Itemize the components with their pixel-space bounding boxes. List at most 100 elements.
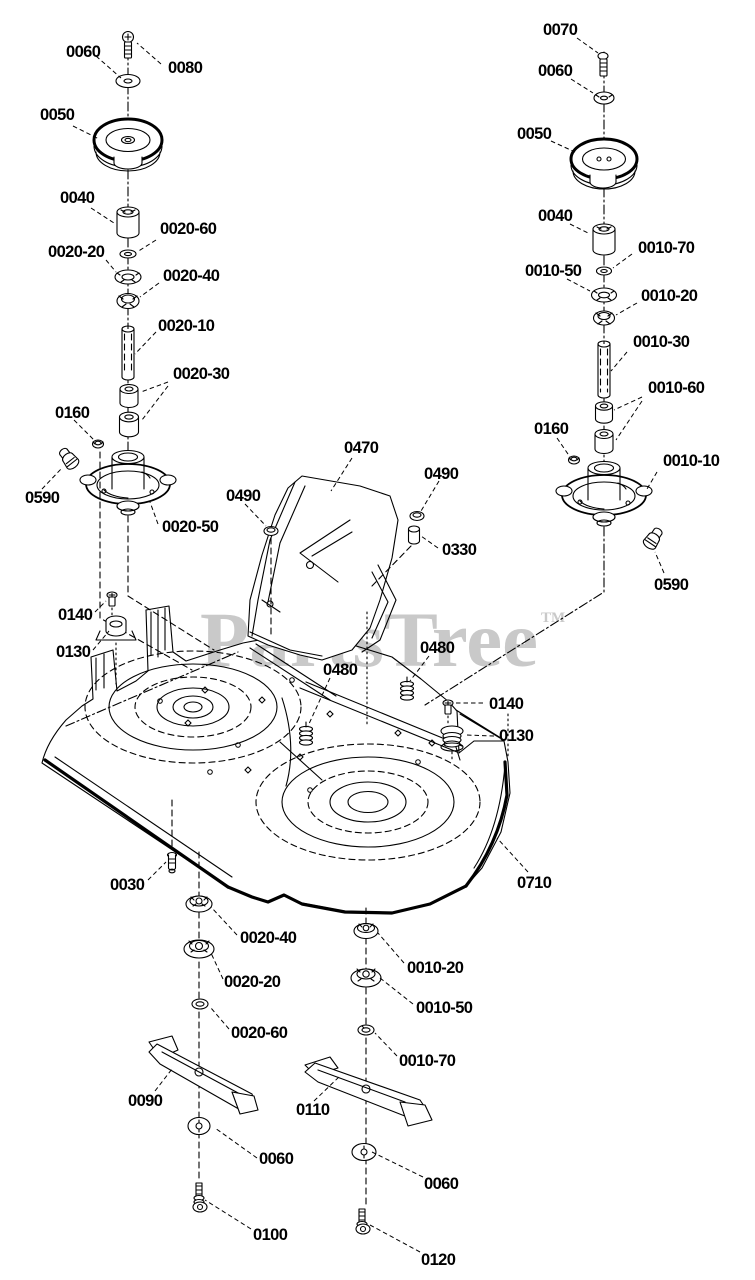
bolt-0080 (121, 30, 135, 59)
bracket-0130-right (440, 725, 464, 763)
nut-0160-right (567, 455, 581, 465)
pin-0330 (371, 525, 421, 587)
callout-0490-right[interactable]: 0490 (424, 465, 459, 483)
nut-0490-right (409, 510, 425, 522)
deck-tabs (184, 686, 436, 774)
callout-0040-right[interactable]: 0040 (538, 207, 573, 225)
callout-labels: 0060 0080 0050 0040 0020-60 0020-20 0020… (25, 21, 720, 1269)
callout-0010-70-right[interactable]: 0010-70 (638, 239, 695, 257)
washer-0020-40-bottom (185, 895, 213, 913)
deck-housing-0710 (41, 605, 511, 915)
spindle-housing-0020-50 (79, 449, 177, 516)
callout-0020-30[interactable]: 0020-30 (173, 365, 230, 383)
shaft-0010-30 (597, 340, 611, 399)
callout-0070[interactable]: 0070 (543, 21, 578, 39)
washer-0010-50-right (590, 287, 618, 303)
bushings-0020-30 (118, 383, 140, 438)
callout-0020-50[interactable]: 0020-50 (162, 518, 219, 536)
callout-0010-70-bottom[interactable]: 0010-70 (399, 1052, 456, 1070)
ring-0010-70-bottom (357, 1024, 375, 1036)
callout-0020-40-left[interactable]: 0020-40 (163, 267, 220, 285)
callout-0040-left[interactable]: 0040 (60, 189, 95, 207)
callout-0010-60[interactable]: 0010-60 (648, 379, 705, 397)
callout-0090[interactable]: 0090 (128, 1092, 163, 1110)
spindle-housing-0010-10 (555, 460, 653, 527)
callout-0480-left[interactable]: 0480 (323, 661, 358, 679)
pulley-0050-left (92, 117, 164, 172)
callout-0470[interactable]: 0470 (344, 439, 379, 457)
callout-0100[interactable]: 0100 (253, 1226, 288, 1244)
callout-0020-60-bottom[interactable]: 0020-60 (231, 1024, 288, 1042)
callout-0140-right[interactable]: 0140 (489, 695, 524, 713)
washer-0060-bottom-right (351, 1142, 377, 1162)
callout-0020-20-bottom[interactable]: 0020-20 (224, 973, 281, 991)
callout-0140-left[interactable]: 0140 (58, 606, 93, 624)
callout-0010-30[interactable]: 0010-30 (633, 333, 690, 351)
bolt-0590-left (58, 447, 80, 470)
washer-0020-20-bottom (183, 939, 215, 959)
callout-0010-50-right[interactable]: 0010-50 (525, 262, 582, 280)
callout-0120[interactable]: 0120 (421, 1251, 456, 1269)
callout-0020-10[interactable]: 0020-10 (158, 317, 215, 335)
callout-0030[interactable]: 0030 (110, 876, 145, 894)
callout-0010-20-right[interactable]: 0010-20 (641, 287, 698, 305)
callout-0010-20-bottom[interactable]: 0010-20 (407, 959, 464, 977)
nut-0010-20-right (592, 310, 616, 326)
callout-0010-10[interactable]: 0010-10 (663, 452, 720, 470)
washer-0060-right (593, 91, 615, 105)
washer-0010-20-bottom (353, 922, 379, 940)
callout-0060-top-right[interactable]: 0060 (538, 62, 573, 80)
nut-0160-left (91, 439, 105, 449)
deck-front-edge (43, 758, 230, 889)
ring-0020-60-bottom (191, 998, 209, 1010)
callout-0130-right[interactable]: 0130 (499, 727, 534, 745)
callout-0020-60-left[interactable]: 0020-60 (160, 220, 217, 238)
pulley-0050-right (569, 137, 639, 190)
bolt-0140-left (106, 591, 118, 621)
callout-0590-left[interactable]: 0590 (25, 489, 60, 507)
callout-0330[interactable]: 0330 (442, 541, 477, 559)
right-chamber-rings (255, 743, 481, 861)
ring-0010-70-right (595, 266, 613, 276)
callout-0060-bottom-left[interactable]: 0060 (259, 1150, 294, 1168)
callout-0050-right[interactable]: 0050 (517, 125, 552, 143)
callout-0160-right[interactable]: 0160 (534, 420, 569, 438)
callout-0590-right[interactable]: 0590 (654, 576, 689, 594)
leader-lines (41, 37, 665, 1253)
bushings-0010-60 (594, 401, 614, 455)
spacer-0040-left (116, 206, 140, 239)
callout-0080[interactable]: 0080 (168, 59, 203, 77)
nut-0490-left (263, 525, 279, 639)
shaft-0020-10 (121, 325, 135, 381)
deck-holes (157, 677, 421, 793)
washer-0020-20-left (114, 269, 142, 285)
callout-0490-left[interactable]: 0490 (226, 487, 261, 505)
callout-0050-left[interactable]: 0050 (40, 106, 75, 124)
callout-0020-40-bottom[interactable]: 0020-40 (240, 929, 297, 947)
callout-0480-right[interactable]: 0480 (420, 639, 455, 657)
bolt-0140-right (442, 699, 454, 727)
callout-0060-bottom-right[interactable]: 0060 (424, 1175, 459, 1193)
spring-0480-right (399, 676, 415, 701)
bolt-0070 (597, 51, 609, 77)
right-spindle-assembly (424, 51, 663, 706)
callout-0110[interactable]: 0110 (296, 1101, 330, 1119)
left-spindle-assembly (58, 30, 215, 671)
callout-0060-top-left[interactable]: 0060 (66, 43, 101, 61)
callout-0010-50-bottom[interactable]: 0010-50 (416, 999, 473, 1017)
bolt-0030 (166, 851, 178, 874)
callout-0020-20-left[interactable]: 0020-20 (48, 243, 105, 261)
callout-0710[interactable]: 0710 (517, 874, 552, 892)
ring-0020-60-left (119, 249, 137, 259)
callout-0130-left[interactable]: 0130 (56, 643, 91, 661)
bolt-0120 (355, 1208, 371, 1235)
discharge-chute-0470 (247, 475, 399, 728)
spring-0480-left (298, 721, 314, 746)
bolt-0590-right (642, 527, 663, 550)
watermark-trademark: TM (541, 610, 565, 626)
left-chamber-rings (84, 650, 302, 764)
nut-0020-40-left (116, 292, 140, 310)
washer-0060-left (115, 73, 141, 89)
callout-0160-left[interactable]: 0160 (55, 404, 90, 422)
